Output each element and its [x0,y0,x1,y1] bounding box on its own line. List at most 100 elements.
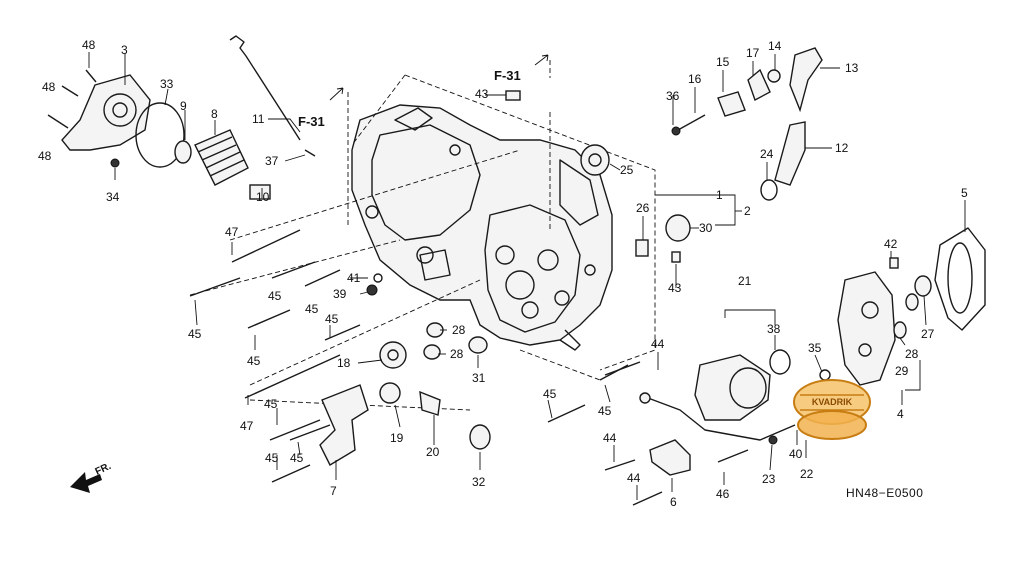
gear-hub [387,349,399,361]
oil-seal [469,424,491,450]
bolt [289,424,331,441]
pin [304,149,316,157]
reference-arrow [534,54,549,66]
pin [505,90,521,101]
bolt [604,459,636,471]
seal [468,336,488,354]
callout: 47 [225,225,239,239]
callout: 45 [543,387,557,401]
o-ring [769,349,791,375]
callout: 45 [188,327,202,341]
crankcase-cover [351,104,613,351]
callout: 16 [688,72,702,86]
oil-seal [914,275,932,297]
callout-numbers: 48 3 48 48 33 9 8 34 10 11 37 47 45 45 4… [38,38,968,509]
diagram-code: HN48−E0500 [846,486,923,500]
bolt [304,269,341,287]
callout: 13 [845,61,859,75]
callout: 15 [716,55,730,69]
bolt [547,404,586,423]
bolt [599,364,629,381]
bracket [319,384,369,466]
callout: 10 [256,190,270,204]
pin [889,257,899,269]
callout: 45 [265,451,279,465]
pin [671,251,681,263]
oil-filter-cover [61,74,151,151]
washer [110,158,120,168]
callout: 32 [472,475,486,489]
callout: 30 [699,221,713,235]
callout: 41 [347,271,361,285]
bolt [271,464,311,483]
shift-arm [789,47,823,113]
motor-assembly [639,354,796,441]
bolt [85,69,97,83]
assembly-line [351,74,406,146]
leader-lines [88,52,966,500]
side-cover [837,271,896,386]
gasket [934,227,986,331]
callout: 24 [760,147,774,161]
callout: 14 [768,39,782,53]
callout: 8 [211,107,218,121]
bolt [61,85,79,97]
callout: 42 [884,237,898,251]
o-ring [135,102,185,168]
callout: 21 [738,274,752,288]
callout: 29 [895,364,909,378]
watermark-text: KVADRIK [812,397,853,407]
bolt [632,491,663,506]
washer [373,273,383,283]
callout: 26 [636,201,650,215]
callout: 44 [651,337,665,351]
callout: 45 [247,354,261,368]
callout: 6 [670,495,677,509]
callout: 34 [106,190,120,204]
callout: 12 [835,141,849,155]
shift-lever [774,121,806,186]
bolt-head [768,435,778,445]
assembly-line [519,349,601,381]
callout: 40 [789,447,803,461]
callout: 33 [160,77,174,91]
washer [671,126,681,136]
callout: 7 [330,484,337,498]
bearing [174,140,192,164]
bolt [231,229,301,263]
reference-arrow [329,87,344,101]
callout: 1 [716,188,723,202]
callout: 22 [800,467,814,481]
spring [767,69,781,83]
bolt [677,114,706,131]
callout: 43 [475,87,489,101]
callout: 3 [121,43,128,57]
bearing [580,144,610,176]
seal [423,344,441,360]
dipstick [229,35,301,141]
oil-filter [194,129,249,186]
callout: 39 [333,287,347,301]
collar [635,239,649,257]
callout: 9 [180,99,187,113]
bolt [324,324,361,341]
bolt [244,354,341,399]
callout: 20 [426,445,440,459]
callout: 43 [668,281,682,295]
callout: 44 [603,431,617,445]
callout: 18 [337,356,351,370]
callout: 44 [627,471,641,485]
callout: 37 [265,154,279,168]
watermark-logo: KVADRIK [793,379,871,440]
callout: 48 [82,38,96,52]
gear [379,341,407,369]
callout: 31 [472,371,486,385]
callout: 19 [390,431,404,445]
front-direction-arrow: FR. [70,461,113,493]
cam [747,68,771,102]
bolt [271,261,316,279]
callout: 48 [38,149,52,163]
bolt [269,419,321,441]
mount-bracket [649,439,691,476]
